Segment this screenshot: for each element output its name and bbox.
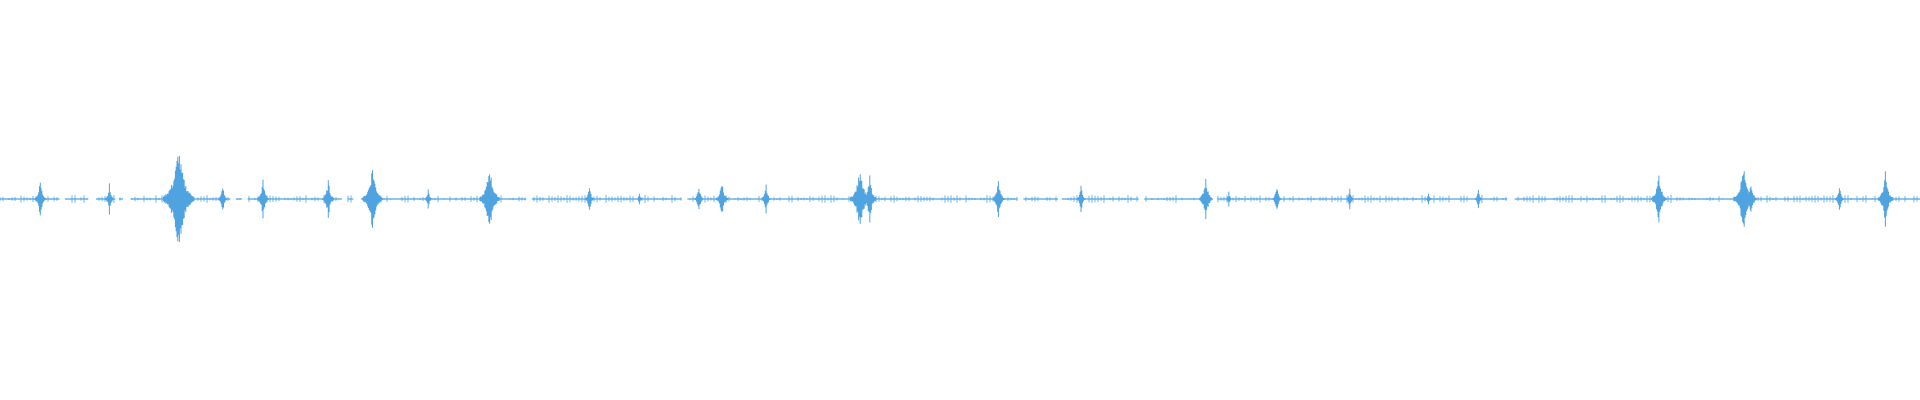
waveform-peak	[1834, 188, 1844, 210]
waveform-peak	[862, 175, 877, 223]
waveform-peak	[1272, 189, 1282, 209]
waveform-peak	[218, 188, 228, 210]
waveform-peak	[162, 156, 195, 242]
waveform-peaks	[34, 156, 1894, 242]
waveform-peak	[479, 174, 500, 224]
waveform-peak	[761, 184, 771, 214]
waveform-peak	[1877, 171, 1894, 227]
waveform-peak	[1198, 178, 1213, 220]
waveform-peak	[322, 180, 335, 218]
waveform-peak	[362, 170, 383, 228]
waveform-peak	[1744, 186, 1758, 212]
waveform-peak	[1225, 191, 1232, 207]
waveform-peak	[584, 188, 594, 210]
waveform-baseline	[0, 195, 1920, 203]
waveform-peak	[1425, 193, 1432, 205]
waveform-peak	[636, 193, 643, 205]
waveform-peak	[715, 185, 728, 213]
waveform-peak	[256, 179, 270, 219]
waveform-peak	[1474, 189, 1483, 209]
waveform-peak	[424, 189, 432, 209]
waveform-peak	[694, 189, 704, 209]
waveform-peak	[34, 182, 47, 216]
waveform-peak	[1076, 185, 1086, 213]
waveform-peak	[1346, 188, 1354, 210]
waveform-peak	[992, 181, 1005, 217]
waveform-peak	[104, 183, 114, 215]
waveform-peak	[1651, 175, 1667, 223]
